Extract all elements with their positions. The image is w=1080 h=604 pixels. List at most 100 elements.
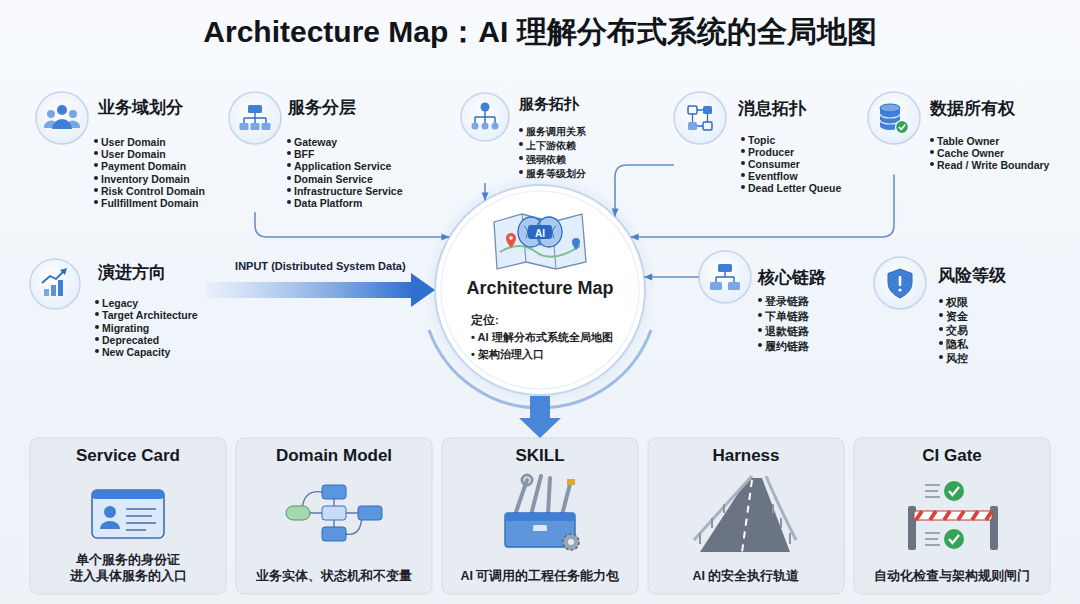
card-title: Service Card <box>76 446 180 465</box>
map-note: • 架构治理入口 <box>471 348 544 360</box>
id-card-icon <box>92 490 164 538</box>
map-illustration <box>506 233 516 248</box>
icon-flow <box>718 264 732 272</box>
bullet-row: 退款链路 <box>758 322 809 337</box>
bullet-dot <box>287 163 291 167</box>
bullet-text: Read / Write Boundary <box>937 159 1049 171</box>
icon-users <box>36 92 88 144</box>
card-title-row: Service Card <box>30 446 226 466</box>
connector <box>612 165 675 217</box>
bullet-text: Table Owner <box>937 135 999 147</box>
map-title: Architecture Map <box>466 278 613 298</box>
bullet-row: Application Service <box>287 159 391 171</box>
connector-body <box>530 396 550 419</box>
map-title-row: Architecture Map <box>435 278 645 299</box>
group-heading: 数据所有权 <box>930 99 1015 118</box>
card-title-row: Harness <box>648 446 844 466</box>
card-title-row: SKILL <box>442 446 638 466</box>
card-desc-row: 业务实体、状态机和不变量 <box>236 566 432 584</box>
icon-users <box>36 92 88 144</box>
bullet-dot <box>930 150 934 154</box>
edge-label-row: INPUT (Distributed System Data) <box>235 256 406 274</box>
group-heading: 核心链路 <box>758 268 826 287</box>
center-circle <box>424 174 656 406</box>
connector <box>482 183 489 201</box>
bullet-dot <box>94 163 98 167</box>
id-card-icon <box>104 506 116 518</box>
bullet-row: Migrating <box>95 321 149 333</box>
heading-row: 数据所有权 <box>930 99 1015 119</box>
icon-flow <box>699 251 751 303</box>
bullet-text: Dead Letter Queue <box>748 182 841 194</box>
topic-group: 服务拓扑服务调用关系上下游依赖强弱依赖服务等级划分 <box>461 93 588 181</box>
icon-messages <box>688 106 697 114</box>
bullet-text: Payment Domain <box>101 160 186 172</box>
bullet-dot <box>287 139 291 143</box>
connector <box>206 273 435 307</box>
connector-line <box>255 212 449 237</box>
connector <box>644 274 699 281</box>
bullet-text: Consumer <box>748 158 800 170</box>
heading-row: 服务分层 <box>288 98 356 118</box>
topic-group: 业务域划分User DomainUser DomainPayment Domai… <box>36 92 207 210</box>
bullet-text: New Capacity <box>102 346 170 358</box>
icon-growth <box>44 289 49 296</box>
bullet-row: Producer <box>741 145 794 157</box>
bullet-text: Domain Service <box>294 173 373 185</box>
connector-line <box>631 175 894 237</box>
bullet-text: 服务调用关系 <box>526 126 586 137</box>
heading-row: 消息拓扑 <box>738 99 806 119</box>
bullet-row: Table Owner <box>930 134 999 146</box>
illustration-label: AI <box>535 228 545 239</box>
connector <box>519 396 561 438</box>
map-illustration <box>494 214 586 269</box>
topic-group: 服务分层GatewayBFFApplication ServiceDomain … <box>229 92 405 210</box>
icon-users <box>69 110 77 118</box>
map-illustration <box>572 238 580 250</box>
bullet-dot <box>939 327 943 331</box>
road-icon <box>700 504 790 544</box>
domain-model-icon <box>322 527 346 541</box>
card-description: AI 的安全执行轨道 <box>693 568 800 584</box>
bullet-dot <box>519 156 523 160</box>
bullet-row: User Domain <box>94 135 166 147</box>
map-illustration <box>494 214 586 269</box>
bullet-row: 资金 <box>939 308 968 322</box>
icon-layers <box>229 92 281 144</box>
topic-group: 消息拓扑TopicProducerConsumerEventflowDead L… <box>674 92 843 195</box>
bullet-row: 下单链路 <box>758 307 809 322</box>
bullet-row: Read / Write Boundary <box>930 158 1049 170</box>
topic-group: 风险等级权限资金交易隐私风控 <box>874 257 1008 366</box>
bullet-dot <box>519 128 523 132</box>
bullet-row: User Domain <box>94 147 166 159</box>
bullet-text: Fullfillment Domain <box>101 197 198 209</box>
map-illustration <box>524 218 556 246</box>
bullet-text: 资金 <box>946 310 968 322</box>
arrowhead <box>644 274 652 281</box>
gate-icon <box>944 529 964 549</box>
bullet-dot <box>287 188 291 192</box>
bullet-dot <box>741 173 745 177</box>
icon-database <box>868 92 920 144</box>
bullet-row: Legacy <box>95 296 138 308</box>
icon-topology <box>481 103 490 112</box>
bullet-dot <box>519 142 523 146</box>
card-desc-row: 自动化检查与架构规则闸门 <box>854 566 1050 584</box>
group-heading: 业务域划分 <box>98 98 183 117</box>
center-circle <box>435 185 645 395</box>
bullet-row: Target Architecture <box>95 308 198 320</box>
title: Architecture Map：AI 理解分布式系统的全局地图 <box>203 15 876 48</box>
bullet-dot <box>939 355 943 359</box>
topic-group: 数据所有权Table OwnerCache OwnerRead / Write … <box>868 92 1051 173</box>
group-heading: 演进方向 <box>98 263 166 282</box>
card-description: 业务实体、状态机和不变量 <box>256 568 412 584</box>
bullet-dot <box>95 349 99 353</box>
group-heading: 服务分层 <box>288 98 356 117</box>
road-icon <box>694 476 796 540</box>
group-heading: 风险等级 <box>938 266 1006 285</box>
icon-growth <box>30 259 80 309</box>
bullet-dot <box>94 176 98 180</box>
toolbox-icon <box>515 476 570 515</box>
icon-messages <box>674 92 726 144</box>
